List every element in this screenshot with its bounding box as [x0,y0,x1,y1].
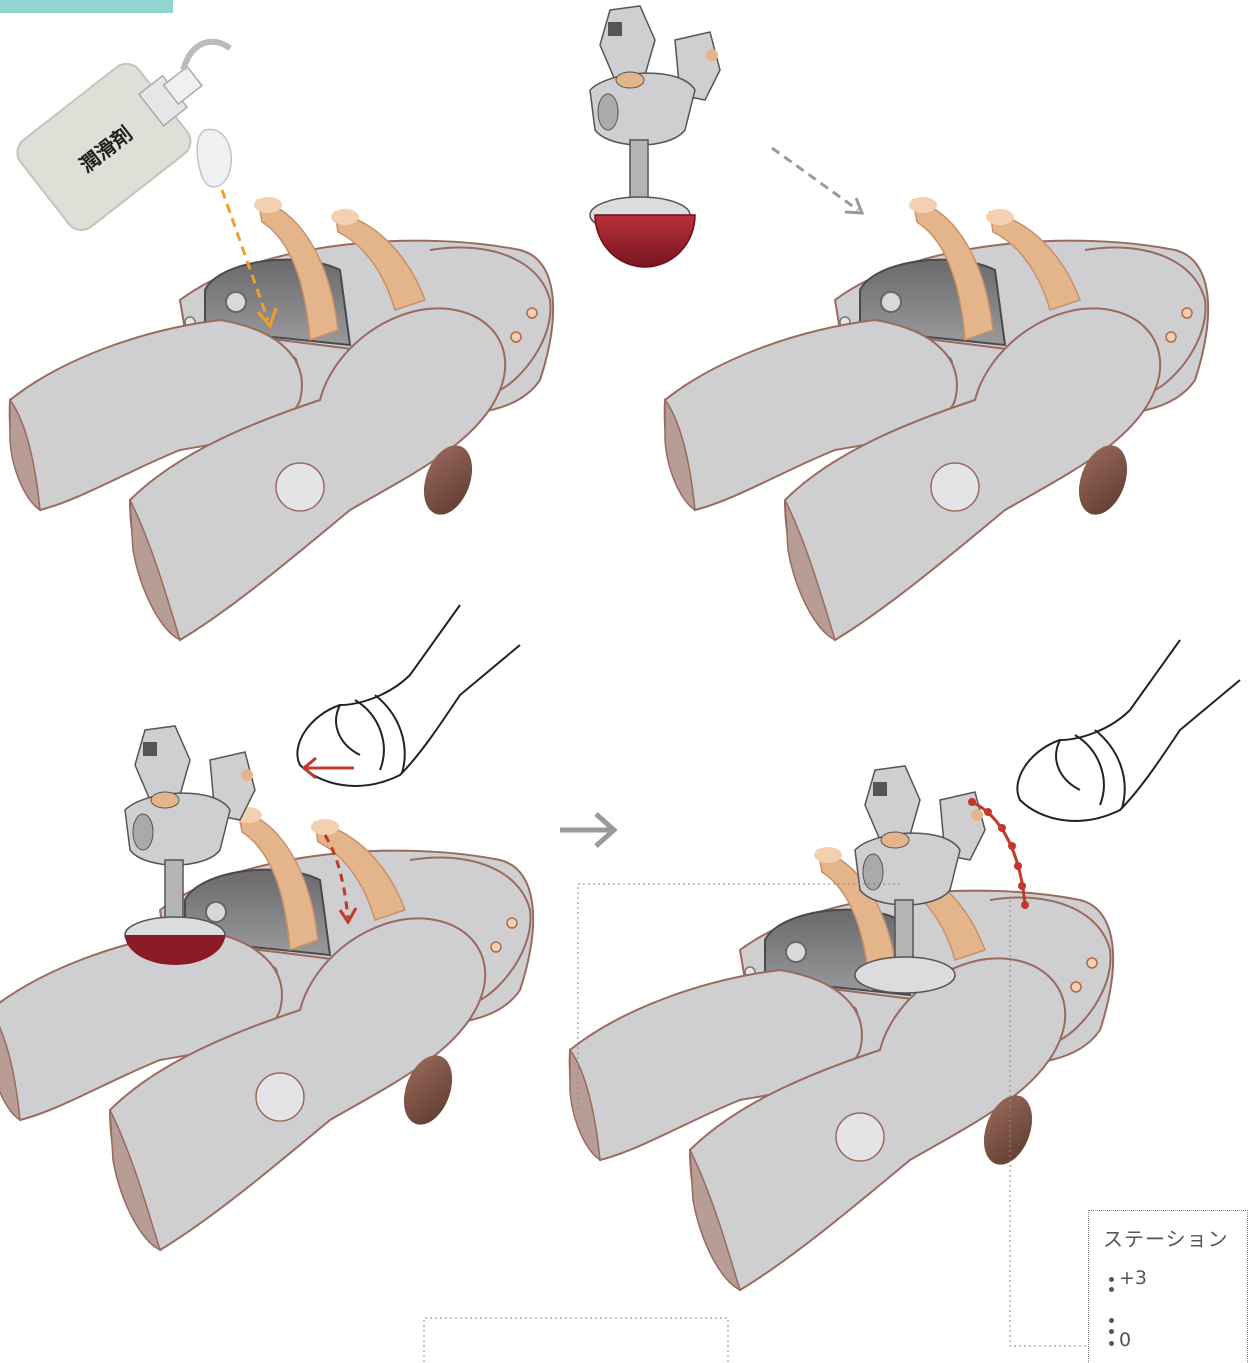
station-item-0: 0 [1119,1329,1131,1351]
arrowhead-icon [845,198,862,213]
cervix-device [590,6,720,267]
right-arrow-icon [560,814,614,846]
pelvis-model-1 [10,197,553,640]
station-legend-title: ステーション [1103,1223,1229,1252]
station-dot [1109,1329,1114,1334]
station-dot [1109,1318,1114,1323]
lubricant-drop [197,129,231,187]
panel-3-insert [0,605,533,1250]
pelvis-model-2 [665,197,1208,640]
station-legend: ステーション +3 0 [1088,1210,1248,1363]
station-dot [1109,1341,1114,1346]
station-item-plus3: +3 [1119,1267,1147,1289]
hand-4 [1017,640,1240,821]
dashed-arrow-icon [772,148,858,210]
station-dot [1109,1277,1114,1282]
pelvis-model-4 [570,847,1113,1290]
lubricant-bottle: 潤滑剤 [11,5,264,236]
callout-box-partial [424,1318,728,1362]
station-dot [1109,1287,1114,1292]
pelvis-model-3 [0,807,533,1250]
hand-3 [297,605,520,786]
panel-2-device [590,6,1208,640]
panel-1-lubricate: 潤滑剤 [10,5,553,640]
